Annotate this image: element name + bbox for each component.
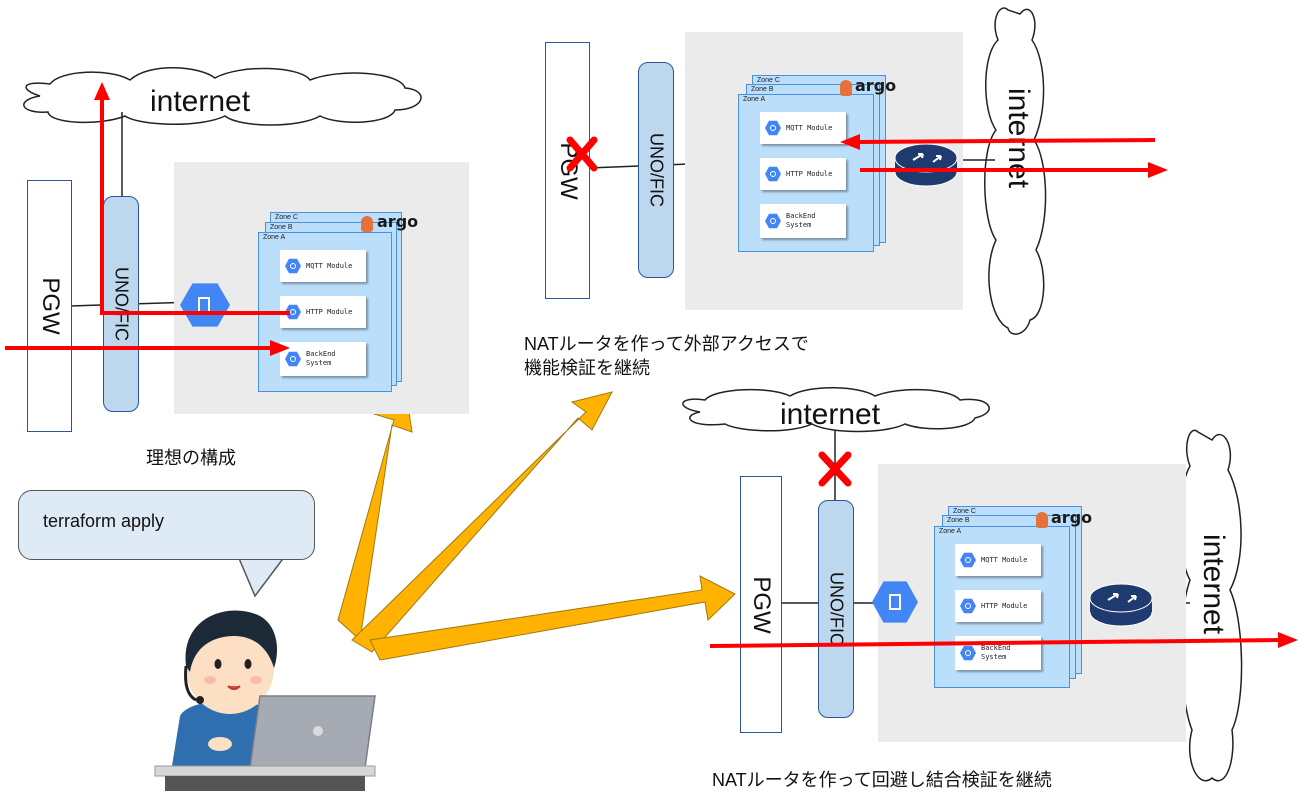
uno-fic-box-1: UNO/FIC [103, 196, 139, 412]
zone-c-label: Zone C [953, 508, 976, 515]
bubble-tail-join [240, 555, 284, 559]
gcp-hex-icon [960, 552, 976, 568]
pgw-box-2: PGW [545, 42, 590, 299]
caption-ideal: 理想の構成 [146, 448, 236, 468]
zone-b-label: Zone B [751, 86, 774, 93]
zone-c-label: Zone C [757, 77, 780, 84]
gcp-hex-icon [285, 258, 301, 274]
zone-b-label: Zone B [270, 224, 293, 231]
zone-a-label: Zone A [939, 528, 962, 535]
internet-label-3: internet [780, 398, 881, 431]
speech-bubble: terraform apply [18, 490, 315, 560]
http-module-card-2: HTTP Module [760, 158, 846, 190]
blocked-x-icon [818, 451, 852, 487]
backend-system-label: BackEnd System [981, 644, 1011, 661]
zone-a-label: Zone A [743, 96, 766, 103]
backend-system-card-2: BackEnd System [760, 204, 846, 238]
mqtt-module-card-1: MQTT Module [280, 250, 366, 282]
mqtt-module-card-3: MQTT Module [955, 544, 1041, 576]
pgw-box-1: PGW [27, 180, 72, 432]
zone-c-label: Zone C [275, 214, 298, 221]
gcp-hex-icon [960, 645, 976, 661]
gcp-hex-icon [765, 166, 781, 182]
mqtt-module-label: MQTT Module [306, 262, 353, 270]
caption-nat-bypass: NATルータを作って回避し結合検証を継続 [712, 770, 1052, 790]
gcp-hex-icon [285, 351, 301, 367]
gcp-hex-icon [285, 304, 301, 320]
nat-router-icon [1089, 583, 1153, 627]
orange-arrow-3 [369, 575, 736, 661]
zone-b-label: Zone B [947, 517, 970, 524]
argo-octopus-icon [1036, 512, 1048, 528]
orange-arrow-2 [351, 391, 613, 653]
mqtt-module-card-2: MQTT Module [760, 112, 846, 144]
internet-label-1: internet [150, 85, 251, 118]
gcp-hex-icon [765, 120, 781, 136]
blocked-x-icon [566, 136, 598, 172]
http-module-label: HTTP Module [306, 308, 353, 316]
speech-text: terraform apply [43, 511, 165, 531]
internet-cloud-1 [23, 67, 422, 126]
zone-a-label: Zone A [263, 234, 286, 241]
http-module-card-1: HTTP Module [280, 296, 366, 328]
gcp-hex-icon [960, 598, 976, 614]
argo-octopus-icon [361, 216, 373, 232]
http-module-label: HTTP Module [786, 170, 833, 178]
uno-fic-box-2: UNO/FIC [638, 62, 674, 278]
person-at-laptop-illustration [154, 610, 376, 791]
pgw-box-3: PGW [740, 476, 782, 733]
internet-cloud-3 [682, 387, 990, 433]
mqtt-module-label: MQTT Module [786, 124, 833, 132]
backend-system-label: BackEnd System [306, 350, 336, 367]
argo-logo: argo [855, 76, 897, 95]
http-module-card-3: HTTP Module [955, 590, 1041, 622]
http-module-label: HTTP Module [981, 602, 1028, 610]
gateway-icon [872, 581, 918, 623]
caption-nat-external-1: NATルータを作って外部アクセスで [524, 334, 809, 354]
uno-fic-box-3: UNO/FIC [818, 500, 854, 718]
gcp-hex-icon [765, 213, 781, 229]
backend-system-card-1: BackEnd System [280, 342, 366, 376]
argo-logo: argo [1051, 508, 1093, 527]
argo-octopus-icon [840, 80, 852, 96]
argo-logo: argo [377, 212, 419, 231]
caption-nat-external-2: 機能検証を継続 [524, 358, 650, 378]
backend-system-label: BackEnd System [786, 212, 816, 229]
mqtt-module-label: MQTT Module [981, 556, 1028, 564]
